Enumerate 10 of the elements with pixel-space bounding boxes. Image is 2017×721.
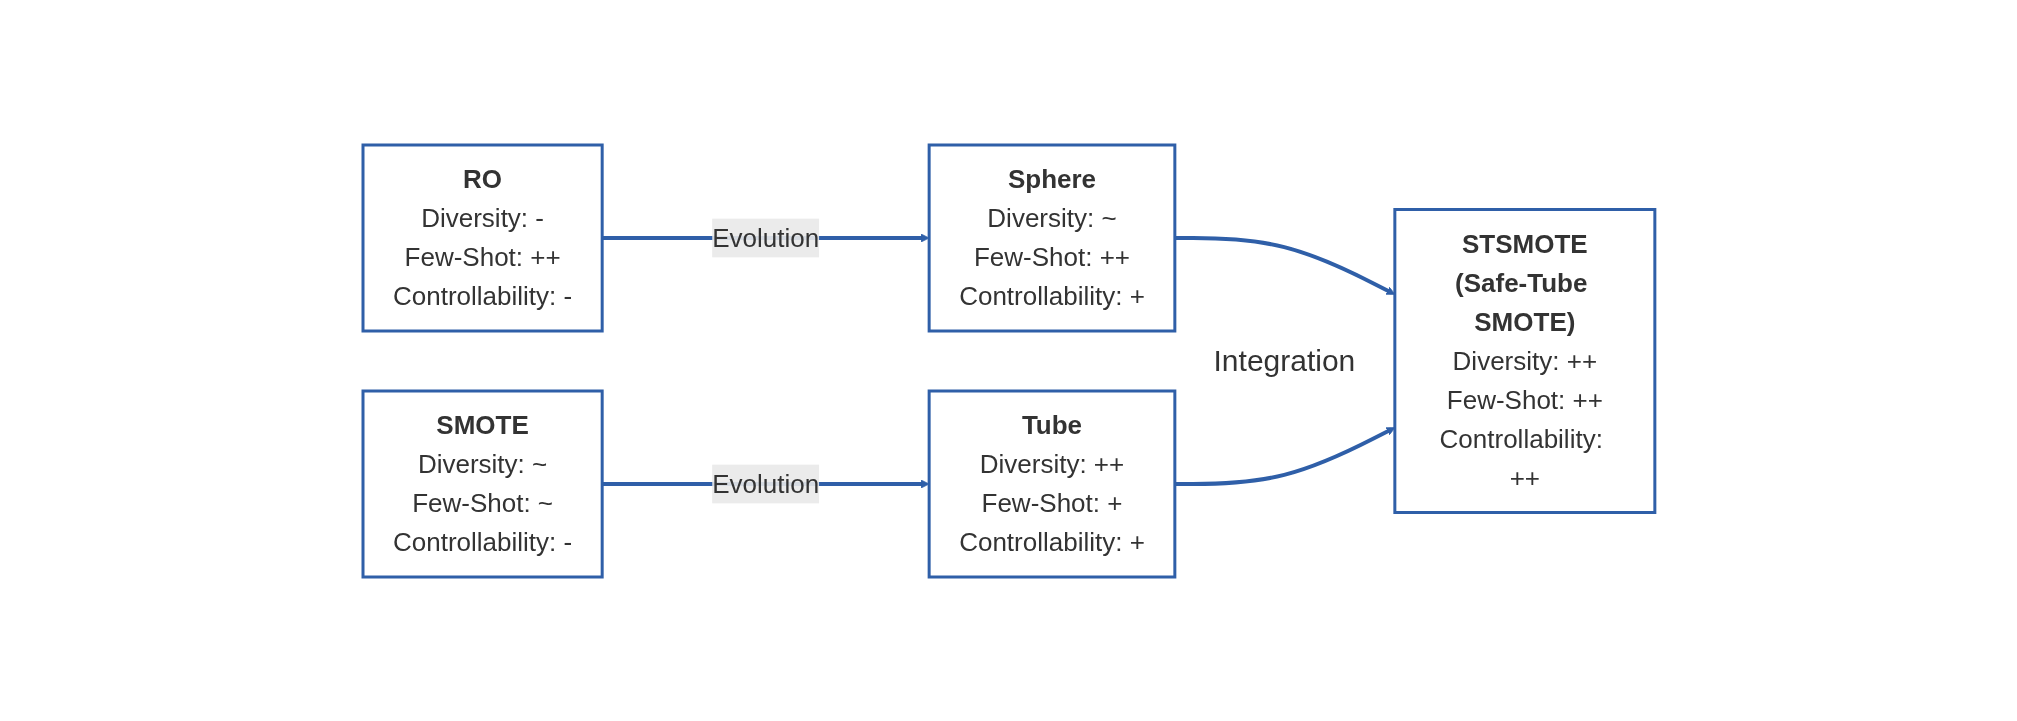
edge-label: Evolution xyxy=(711,468,819,498)
node-box: SMOTE Diversity: ~ Few-Shot: ~ Controllability: - xyxy=(361,389,604,578)
node-box: RO Diversity: - Few-Shot: ++ Controllability: - xyxy=(361,143,604,332)
arrow xyxy=(1174,235,1395,295)
node-box: Sphere Diversity: ~ Few-Shot: ++ Controllability: + xyxy=(927,143,1176,332)
arrow xyxy=(1174,426,1395,486)
node-box: STSMOTE (Safe-Tube SMOTE) Diversity: ++ Few-Shot: ++ Controllability: ++ xyxy=(1392,207,1656,514)
node-box: Tube Diversity: ++ Few-Shot: + Controllability: + xyxy=(927,389,1176,578)
note-text: Integration xyxy=(1213,343,1356,378)
edge-label: Evolution xyxy=(711,222,819,252)
